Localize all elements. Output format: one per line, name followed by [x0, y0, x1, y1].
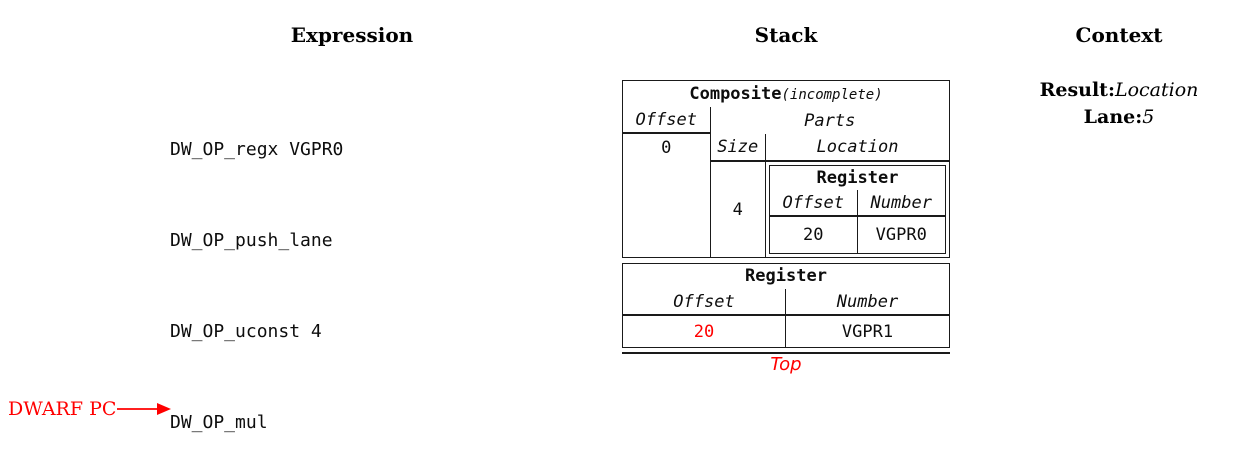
composite-title: Composite(incomplete) [623, 81, 949, 107]
composite-offset-column: Offset 0 [623, 107, 711, 257]
dwarf-pc-label: DWARF PC [8, 398, 117, 420]
composite-offset-header: Offset [623, 107, 710, 134]
parts-subheader-row: Size Location [710, 134, 949, 162]
context-lane-value: 5 [1142, 106, 1155, 128]
expression-opcode: DW_OP_mul [170, 412, 268, 434]
composite-parts-column: Parts Size Location 4 Register Offset Nu… [710, 107, 950, 257]
context-result-line: Result:Location [999, 77, 1239, 103]
context-result-value: Location [1114, 79, 1199, 101]
part-location-cell: Register Offset Number 20 VGPR0 [766, 162, 949, 257]
context-lane-label: Lane: [1083, 106, 1143, 128]
expression-opcode-list: DW_OP_regx VGPR0 DW_OP_push_lane DW_OP_u… [170, 74, 343, 468]
composite-parts-header: Parts [804, 110, 856, 131]
composite-incomplete-note: (incomplete) [781, 87, 883, 103]
register-number-value: VGPR1 [841, 321, 894, 342]
nested-register-number-value: VGPR0 [875, 225, 927, 245]
expression-opcode: DW_OP_regx VGPR0 [170, 138, 344, 160]
stack-top-line [622, 352, 950, 354]
parts-size-header: Size [711, 134, 766, 160]
register-offset-header: Offset [623, 289, 786, 316]
composite-title-text: Composite [689, 84, 782, 104]
nested-register-number-header: Number [857, 190, 945, 217]
nested-register-title: Register [816, 168, 899, 188]
register-title: Register [745, 266, 827, 286]
nested-register-table: Offset Number 20 VGPR0 [770, 190, 945, 253]
nested-register-box: Register Offset Number 20 VGPR0 [769, 165, 946, 254]
part-size-value: 4 [711, 162, 766, 257]
register-number-header: Number [786, 289, 949, 316]
stack-entry-register: Register Offset Number 20 VGPR1 [622, 263, 950, 348]
composite-body: Offset 0 Parts Size Location 4 Register [623, 107, 949, 257]
context-lane-line: Lane:5 [999, 104, 1239, 130]
stack-entry-composite: Composite(incomplete) Offset 0 Parts Siz… [622, 80, 950, 258]
column-header-expression: Expression [290, 23, 414, 47]
register-offset-value: 20 [623, 316, 786, 347]
expression-opcode: DW_OP_push_lane [170, 230, 333, 252]
composite-offset-value: 0 [661, 137, 672, 158]
context-result-label: Result: [1039, 79, 1115, 101]
register-table: Offset Number 20 VGPR1 [623, 289, 949, 347]
nested-register-offset-header: Offset [770, 190, 858, 217]
nested-register-offset-value: 20 [770, 217, 858, 253]
stack-top-label: Top [770, 354, 802, 375]
parts-body-row: 4 Register Offset Number 20 VGPR0 [711, 162, 950, 257]
column-header-stack: Stack [754, 23, 818, 47]
dwarf-pc-marker: DWARF PC [8, 397, 172, 421]
column-header-context: Context [1075, 23, 1163, 47]
parts-location-header: Location [816, 137, 899, 157]
expression-opcode: DW_OP_uconst 4 [170, 321, 322, 343]
dwarf-pc-arrow-icon [117, 403, 172, 415]
